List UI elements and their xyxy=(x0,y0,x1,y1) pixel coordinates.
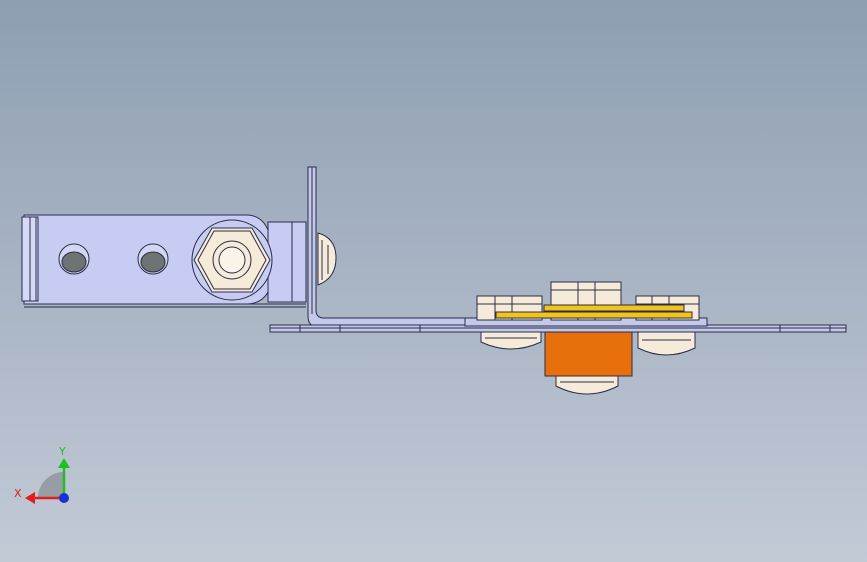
bracket-hole-2 xyxy=(137,243,169,275)
side-screw-icon xyxy=(317,232,337,286)
bottom-screw-right-icon xyxy=(637,331,696,356)
bottom-screw-left-icon xyxy=(480,331,542,350)
z-axis-dot-icon xyxy=(59,493,69,503)
orange-spacer-block xyxy=(544,331,633,377)
y-axis-label: Y xyxy=(58,445,66,458)
coordinate-triad: Y X xyxy=(14,445,70,504)
bottom-screw-center-icon xyxy=(555,375,619,395)
base-plate xyxy=(269,317,847,333)
bracket-hole-1 xyxy=(58,243,90,275)
y-arrowhead-icon xyxy=(58,458,70,468)
x-arrowhead-icon xyxy=(25,492,35,504)
x-axis-label: X xyxy=(14,487,22,500)
hex-nut-icon xyxy=(191,219,273,301)
yellow-bus-bar xyxy=(495,304,693,319)
